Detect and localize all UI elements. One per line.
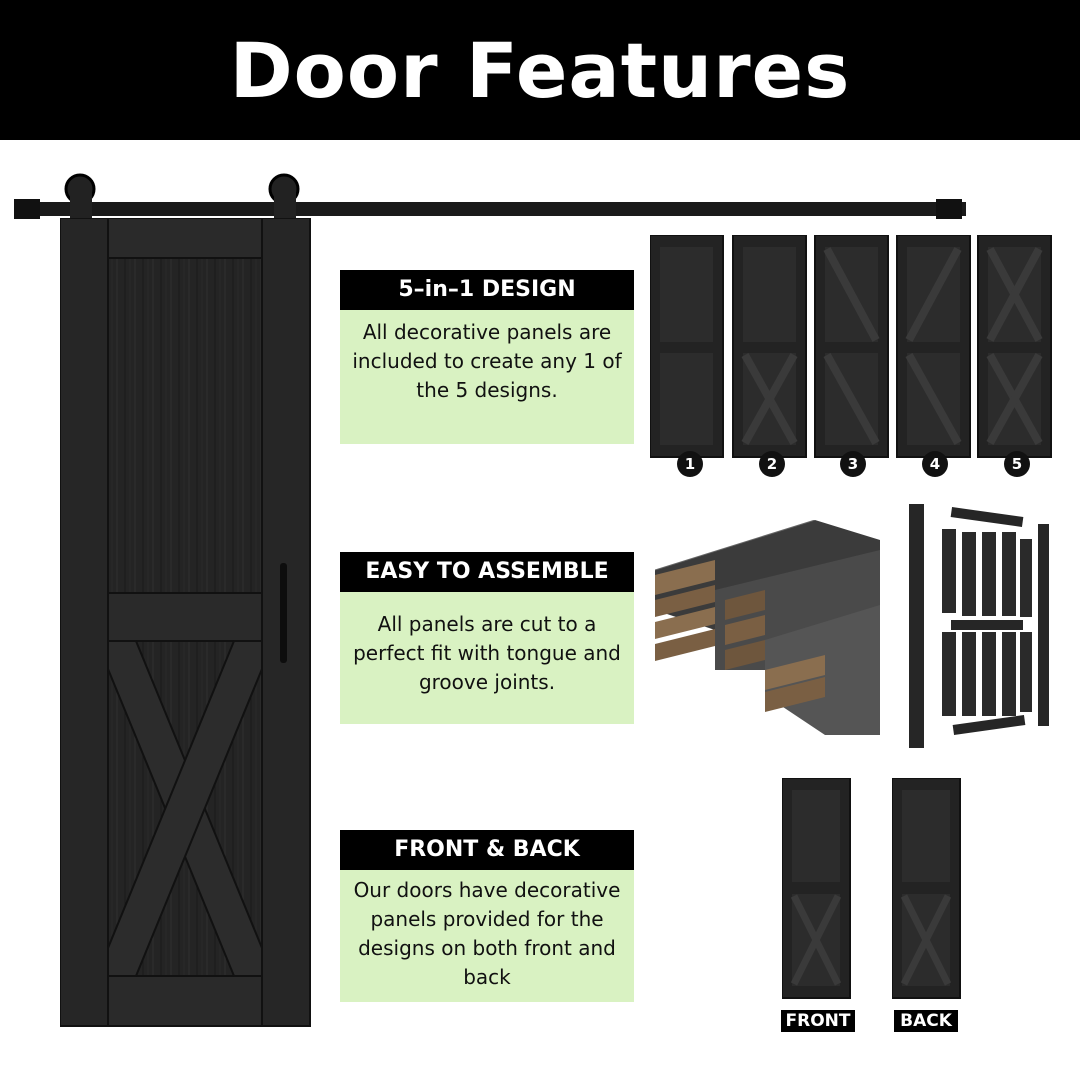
feature-title: 5–in–1 DESIGN [340,270,634,310]
design-2-door [732,235,807,458]
barn-door-image [60,218,311,1027]
feature-assemble: EASY TO ASSEMBLE All panels are cut to a… [340,552,634,724]
back-label: BACK [894,1010,958,1032]
front-label: FRONT [781,1010,855,1032]
feature-title: FRONT & BACK [340,830,634,870]
design-number-5: 5 [1004,451,1030,477]
design-1-door [650,235,724,458]
door-parts-kit [909,504,1049,748]
design-number-3: 3 [840,451,866,477]
design-number-1: 1 [677,451,703,477]
design-number-2: 2 [759,451,785,477]
feature-body: Our doors have decorative panels provide… [340,870,634,1002]
door-back-image [892,778,961,999]
design-3-door [814,235,889,458]
door-design-thumbnails [650,235,1052,458]
feature-body: All decorative panels are included to cr… [340,310,634,444]
header-bar: Door Features [0,0,1080,140]
feature-body: All panels are cut to a perfect fit with… [340,592,634,724]
door-front-image [782,778,851,999]
wood-planks-image [655,520,880,735]
feature-front-back: FRONT & BACK Our doors have decorative p… [340,830,634,1002]
page-title: Door Features [229,25,851,115]
design-number-4: 4 [922,451,948,477]
design-4-door [896,235,971,458]
feature-title: EASY TO ASSEMBLE [340,552,634,592]
design-5-door [977,235,1052,458]
feature-design: 5–in–1 DESIGN All decorative panels are … [340,270,634,444]
